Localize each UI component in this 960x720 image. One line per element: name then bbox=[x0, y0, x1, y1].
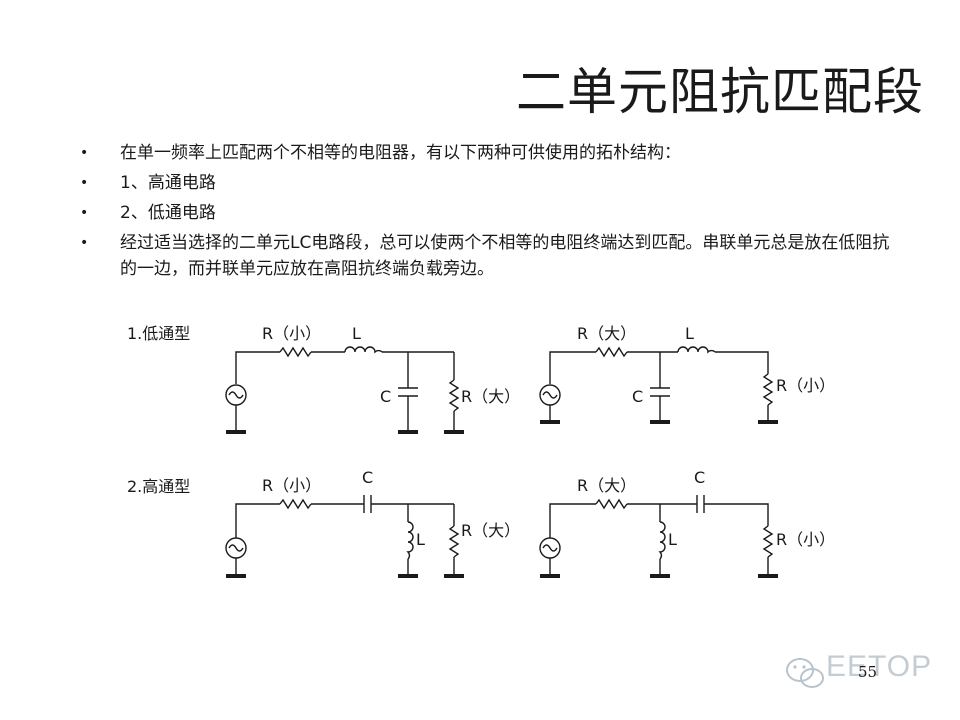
bullet-item: • 2、低通电路 bbox=[80, 200, 900, 226]
inductor-label: L bbox=[352, 324, 361, 343]
bullet-text: 2、低通电路 bbox=[120, 203, 216, 223]
lowpass-left-circuit: 1.低通型 R（小） L C bbox=[127, 324, 520, 434]
sine-wave-icon bbox=[542, 391, 558, 399]
inductor-icon bbox=[344, 346, 383, 354]
wire bbox=[549, 351, 596, 384]
capacitor-label: C bbox=[632, 387, 643, 406]
bullet-list: • 在单一频率上匹配两个不相等的电阻器，有以下两种可供使用的拓朴结构： • 1、高通… bbox=[80, 140, 900, 286]
highpass-left-circuit: 2.高通型 R（小） C L R（大） bbox=[127, 468, 520, 578]
lowpass-heading: 1.低通型 bbox=[127, 324, 190, 343]
resistor-icon bbox=[279, 498, 312, 510]
load-resistor-label: R（大） bbox=[461, 387, 520, 406]
bullet-item: • 在单一频率上匹配两个不相等的电阻器，有以下两种可供使用的拓朴结构： bbox=[80, 140, 900, 166]
inductor-label: L bbox=[685, 324, 694, 343]
wire bbox=[235, 351, 280, 384]
bullet-icon: • bbox=[80, 175, 89, 191]
resistor-label: R（大） bbox=[577, 476, 636, 495]
sine-wave-icon bbox=[228, 544, 244, 552]
sine-wave-icon bbox=[542, 544, 558, 552]
resistor-icon bbox=[762, 373, 774, 406]
resistor-icon bbox=[595, 498, 628, 510]
capacitor-label: C bbox=[362, 468, 373, 487]
page-number: 55 bbox=[858, 663, 878, 681]
load-resistor-label: R（小） bbox=[776, 376, 835, 395]
resistor-label: R（小） bbox=[262, 476, 321, 495]
bullet-icon: • bbox=[80, 205, 89, 221]
inductor-icon bbox=[658, 521, 666, 560]
bullet-item: • 经过适当选择的二单元LC电路段，总可以使两个不相等的电阻终端达到匹配。串联单元… bbox=[80, 230, 900, 282]
resistor-icon bbox=[279, 346, 312, 358]
wire bbox=[715, 351, 769, 374]
resistor-label: R（大） bbox=[577, 324, 636, 343]
wire bbox=[704, 503, 769, 526]
resistor-icon bbox=[595, 346, 628, 358]
resistor-label: R（小） bbox=[262, 324, 321, 343]
bullet-text: 1、高通电路 bbox=[120, 173, 216, 193]
bullet-item: • 1、高通电路 bbox=[80, 170, 900, 196]
sine-wave-icon bbox=[228, 391, 244, 399]
inductor-icon bbox=[677, 346, 716, 354]
capacitor-label: C bbox=[694, 468, 705, 487]
lowpass-right-circuit: R（大） L C R（小） bbox=[539, 324, 835, 424]
bullet-text: 经过适当选择的二单元LC电路段，总可以使两个不相等的电阻终端达到匹配。串联单元总… bbox=[120, 233, 890, 279]
highpass-heading: 2.高通型 bbox=[127, 477, 190, 496]
capacitor-label: C bbox=[380, 387, 391, 406]
highpass-right-circuit: R（大） C L R（小） bbox=[539, 468, 835, 578]
bullet-icon: • bbox=[80, 235, 89, 251]
resistor-icon bbox=[762, 525, 774, 558]
load-resistor-label: R（大） bbox=[461, 521, 520, 540]
inductor-icon bbox=[406, 521, 414, 560]
inductor-label: L bbox=[668, 530, 677, 549]
wechat-logo-icon bbox=[786, 658, 824, 688]
inductor-label: L bbox=[416, 530, 425, 549]
wire bbox=[549, 503, 596, 538]
slide-title: 二单元阻抗匹配段 bbox=[516, 63, 924, 121]
resistor-icon bbox=[448, 379, 460, 412]
load-resistor-label: R（小） bbox=[776, 530, 835, 549]
resistor-icon bbox=[448, 525, 460, 558]
wire bbox=[235, 503, 280, 538]
bullet-icon: • bbox=[80, 145, 89, 161]
bullet-text: 在单一频率上匹配两个不相等的电阻器，有以下两种可供使用的拓朴结构： bbox=[120, 143, 681, 163]
watermark-text: EETOP bbox=[826, 650, 933, 683]
